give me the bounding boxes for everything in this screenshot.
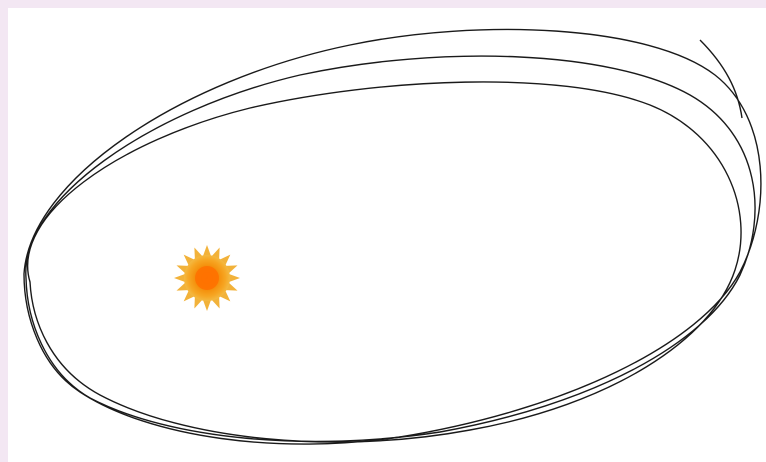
sun-icon xyxy=(174,245,240,311)
drawing-area xyxy=(8,8,766,462)
sun-core xyxy=(195,266,219,290)
